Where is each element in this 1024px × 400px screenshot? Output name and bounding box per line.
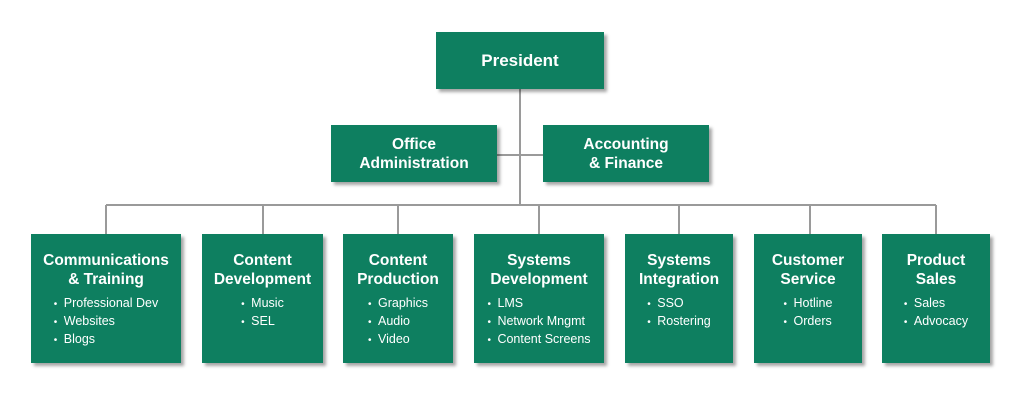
dept-title-line-1: Content — [368, 252, 428, 269]
accounting-title-line-1: Accounting — [583, 135, 669, 153]
dept-title: Product Sales — [882, 251, 990, 289]
dept-systems-integration: Systems Integration SSO Rostering — [625, 234, 733, 363]
list-item: Websites — [54, 313, 159, 331]
dept-customer-service: Customer Service Hotline Orders — [754, 234, 862, 363]
dept-items-wrap: SSO Rostering — [625, 289, 733, 331]
list-item: Sales — [904, 295, 968, 313]
list-item: Graphics — [368, 295, 428, 313]
list-item: Video — [368, 331, 428, 349]
list-item: Advocacy — [904, 313, 968, 331]
dept-title-line-2: Sales — [915, 271, 957, 288]
dept-items-wrap: Professional Dev Websites Blogs — [31, 289, 181, 349]
dept-items-wrap: Graphics Audio Video — [343, 289, 453, 349]
dept-item-list: LMS Network Mngmt Content Screens — [487, 295, 590, 349]
dept-items-wrap: Music SEL — [202, 289, 323, 331]
dept-title-line-1: Product — [906, 252, 966, 269]
dept-communications-training: Communications & Training Professional D… — [31, 234, 181, 363]
dept-title-line-1: Systems — [507, 252, 571, 269]
list-item: Network Mngmt — [487, 313, 590, 331]
dept-title-line-2: & Training — [68, 271, 144, 288]
president-box: President — [436, 32, 604, 89]
dept-title: Communications & Training — [31, 251, 181, 289]
dept-item-list: Sales Advocacy — [904, 295, 968, 331]
dept-title-line-2: Production — [357, 271, 439, 288]
list-item: Content Screens — [487, 331, 590, 349]
list-item: Blogs — [54, 331, 159, 349]
dept-item-list: Graphics Audio Video — [368, 295, 428, 349]
dept-item-list: Professional Dev Websites Blogs — [54, 295, 159, 349]
list-item: Rostering — [647, 313, 711, 331]
office-title-line-2: Administration — [359, 154, 469, 172]
dept-systems-development: Systems Development LMS Network Mngmt Co… — [474, 234, 604, 363]
dept-item-list: Music SEL — [241, 295, 284, 331]
dept-content-production: Content Production Graphics Audio Video — [343, 234, 453, 363]
list-item: Professional Dev — [54, 295, 159, 313]
dept-item-list: Hotline Orders — [784, 295, 833, 331]
dept-title-line-1: Content — [233, 252, 292, 269]
office-title-line-1: Office — [392, 135, 436, 153]
dept-title: Customer Service — [754, 251, 862, 289]
accounting-finance-title: Accounting & Finance — [543, 125, 709, 182]
dept-content-development: Content Development Music SEL — [202, 234, 323, 363]
list-item: Orders — [784, 313, 833, 331]
dept-items-wrap: LMS Network Mngmt Content Screens — [474, 289, 604, 349]
dept-title-line-1: Systems — [647, 252, 711, 269]
dept-title-line-2: Service — [780, 271, 836, 288]
dept-title: Systems Development — [474, 251, 604, 289]
president-title: President — [481, 51, 559, 70]
list-item: SEL — [241, 313, 284, 331]
dept-title: Content Production — [343, 251, 453, 289]
list-item: Audio — [368, 313, 428, 331]
dept-title-line-1: Communications — [43, 252, 169, 269]
dept-items-wrap: Sales Advocacy — [882, 289, 990, 331]
dept-item-list: SSO Rostering — [647, 295, 711, 331]
accounting-title-line-2: & Finance — [588, 154, 664, 172]
dept-title: Systems Integration — [625, 251, 733, 289]
dept-title-line-1: Customer — [771, 252, 845, 269]
dept-title: Content Development — [202, 251, 323, 289]
list-item: SSO — [647, 295, 711, 313]
dept-product-sales: Product Sales Sales Advocacy — [882, 234, 990, 363]
office-administration-box: Office Administration — [331, 125, 497, 182]
accounting-finance-box: Accounting & Finance — [543, 125, 709, 182]
list-item: Hotline — [784, 295, 833, 313]
list-item: Music — [241, 295, 284, 313]
dept-title-line-2: Development — [213, 271, 312, 288]
dept-title-line-2: Integration — [638, 271, 720, 288]
office-administration-title: Office Administration — [331, 125, 497, 182]
dept-items-wrap: Hotline Orders — [754, 289, 862, 331]
list-item: LMS — [487, 295, 590, 313]
dept-title-line-2: Development — [490, 271, 588, 288]
